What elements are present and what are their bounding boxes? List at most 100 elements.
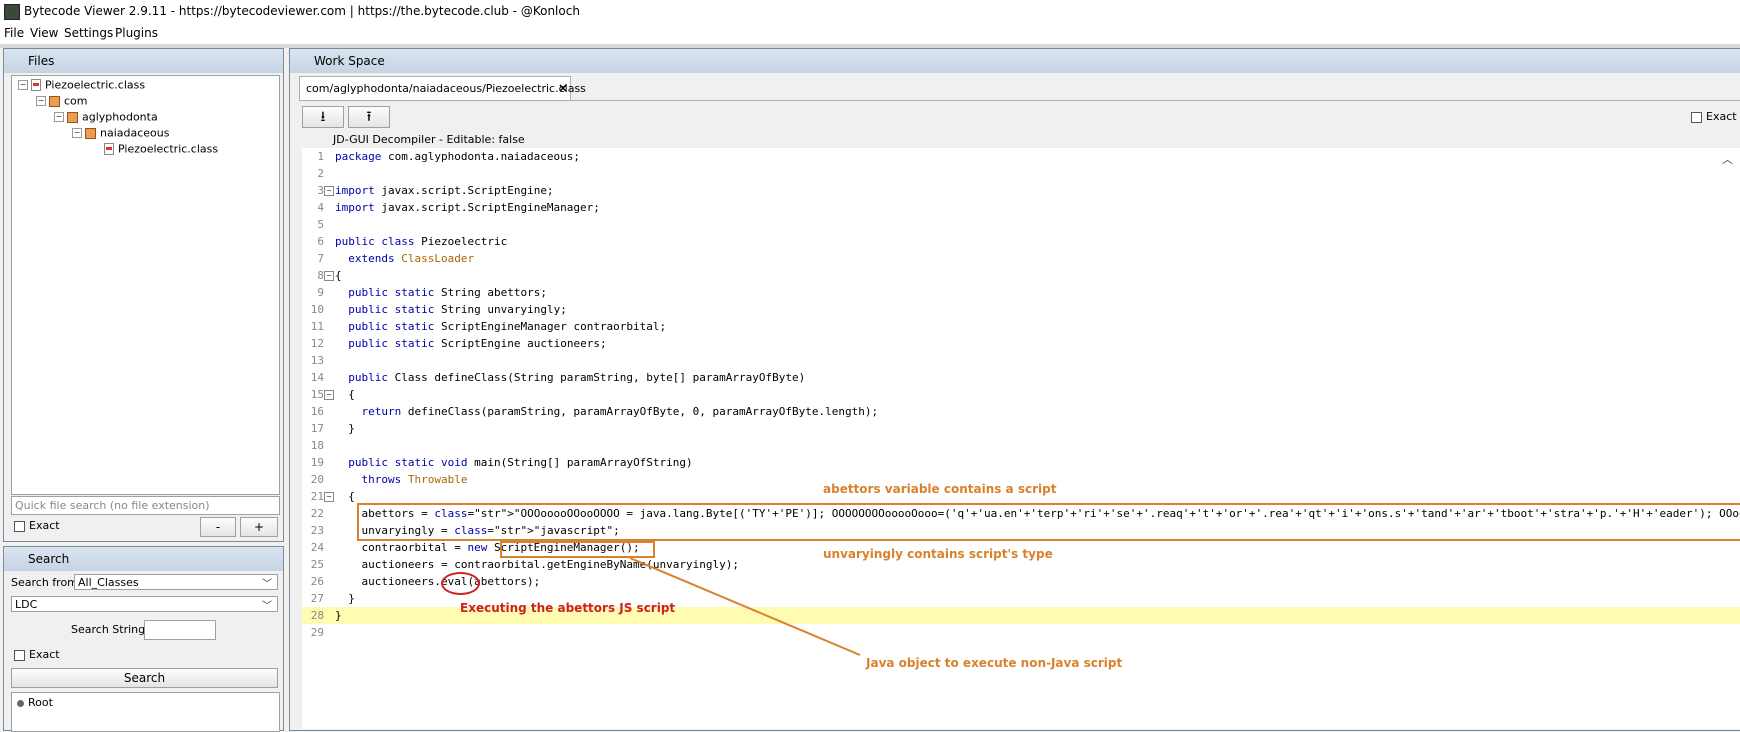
close-icon[interactable]: × bbox=[558, 81, 569, 95]
code-line: 17 } bbox=[302, 420, 1740, 437]
fold-icon[interactable]: − bbox=[324, 271, 334, 281]
class-file-icon bbox=[31, 79, 41, 91]
code-line: 7 extends ClassLoader bbox=[302, 250, 1740, 267]
menu-settings[interactable]: Settings bbox=[64, 26, 114, 40]
code-line: 10 public static String unvaryingly; bbox=[302, 301, 1740, 318]
code-text: abettors = class="str">"OOOooooOOooOOOO … bbox=[335, 507, 1740, 520]
code-line: 15− { bbox=[302, 386, 1740, 403]
menu-plugins[interactable]: Plugins bbox=[115, 26, 158, 40]
eval-highlight-circle bbox=[441, 572, 480, 595]
code-line: 8−{ bbox=[302, 267, 1740, 284]
checkbox-icon[interactable] bbox=[14, 520, 25, 532]
code-text: import javax.script.ScriptEngineManager; bbox=[335, 201, 600, 214]
code-text: contraorbital = new ScriptEngineManager(… bbox=[335, 541, 640, 554]
search-panel-title: Search bbox=[28, 552, 70, 566]
search-type-select[interactable]: LDC﹀ bbox=[11, 596, 278, 612]
line-number: 24 bbox=[310, 541, 324, 554]
menu-file[interactable]: File bbox=[4, 26, 25, 40]
search-button[interactable]: Search bbox=[11, 668, 278, 688]
code-line: 18 bbox=[302, 437, 1740, 454]
line-number: 27 bbox=[310, 592, 324, 605]
code-text: public static void main(String[] paramAr… bbox=[348, 456, 693, 469]
package-icon bbox=[85, 127, 96, 139]
tree-item-naiadaceous[interactable]: −naiadaceous bbox=[72, 126, 170, 140]
files-panel: Files −Piezoelectric.class −com −aglypho… bbox=[3, 48, 284, 542]
file-tab-label: com/aglyphodonta/naiadaceous/Piezoelectr… bbox=[306, 82, 586, 95]
code-line: 21− { bbox=[302, 488, 1740, 505]
class-file-icon bbox=[104, 143, 114, 155]
tree-item-aglyphodonta[interactable]: −aglyphodonta bbox=[54, 110, 158, 124]
line-number: 13 bbox=[310, 354, 324, 367]
expand-all-button[interactable]: + bbox=[240, 517, 278, 537]
export-download-button[interactable]: ⭳ bbox=[302, 106, 344, 128]
line-number: 4 bbox=[317, 201, 324, 214]
line-number: 19 bbox=[310, 456, 324, 469]
search-results-tree: Root bbox=[11, 692, 280, 732]
code-text: import javax.script.ScriptEngine; bbox=[335, 184, 554, 197]
code-line: 2 bbox=[302, 165, 1740, 182]
menu-view[interactable]: View bbox=[30, 26, 59, 40]
code-text: public static String abettors; bbox=[348, 286, 547, 299]
line-number: 17 bbox=[310, 422, 324, 435]
node-dot-icon bbox=[17, 699, 24, 707]
menu-bar: File View Settings Plugins bbox=[0, 22, 1740, 44]
code-text: extends ClassLoader bbox=[348, 252, 475, 265]
collapse-icon[interactable]: − bbox=[54, 112, 64, 122]
tree-item-root-class[interactable]: −Piezoelectric.class bbox=[18, 78, 146, 92]
collapse-all-button[interactable]: - bbox=[200, 517, 236, 537]
tree-item-com[interactable]: −com bbox=[36, 94, 88, 108]
code-line: 29 bbox=[302, 624, 1740, 641]
package-icon bbox=[49, 95, 60, 107]
line-number: 28 bbox=[310, 609, 324, 622]
import-upload-button[interactable]: ⭱ bbox=[348, 106, 390, 128]
file-tree: −Piezoelectric.class −com −aglyphodonta … bbox=[11, 75, 280, 495]
editor-toolbar: ⭳ ⭱ Exact bbox=[299, 100, 1740, 131]
code-text: public static ScriptEngine auctioneers; bbox=[348, 337, 607, 350]
search-from-select[interactable]: All_Classes﹀ bbox=[74, 574, 278, 590]
quick-file-search-placeholder: Quick file search (no file extension) bbox=[15, 499, 210, 512]
code-text: throws Throwable bbox=[361, 473, 468, 486]
script-engine-manager-highlight-box bbox=[500, 541, 655, 558]
fold-icon[interactable]: − bbox=[324, 390, 334, 400]
code-line: 19 public static void main(String[] para… bbox=[302, 454, 1740, 471]
search-exact-checkbox[interactable]: Exact bbox=[14, 648, 60, 661]
line-number: 5 bbox=[317, 218, 324, 231]
code-line: 9 public static String abettors; bbox=[302, 284, 1740, 301]
annotation-unvaryingly: unvaryingly contains script's type bbox=[823, 547, 1053, 561]
quick-file-search-input[interactable]: Quick file search (no file extension) bbox=[11, 496, 280, 515]
code-text: } bbox=[335, 609, 342, 622]
collapse-icon[interactable]: − bbox=[72, 128, 82, 138]
line-number: 10 bbox=[310, 303, 324, 316]
collapse-icon[interactable]: − bbox=[36, 96, 46, 106]
fold-icon[interactable]: − bbox=[324, 186, 334, 196]
code-text: unvaryingly = class="str">"javascript"; bbox=[335, 524, 620, 537]
collapse-icon[interactable]: − bbox=[18, 80, 28, 90]
tree-item-piezoelectric-class[interactable]: Piezoelectric.class bbox=[104, 142, 218, 158]
menu-separator bbox=[0, 44, 1740, 48]
line-number: 8 bbox=[317, 269, 324, 282]
fold-icon[interactable]: − bbox=[324, 492, 334, 502]
code-text: { bbox=[335, 269, 342, 282]
code-text: public Class defineClass(String paramStr… bbox=[348, 371, 806, 384]
code-line: 14 public Class defineClass(String param… bbox=[302, 369, 1740, 386]
code-line: 12 public static ScriptEngine auctioneer… bbox=[302, 335, 1740, 352]
files-exact-checkbox[interactable]: Exact bbox=[14, 519, 60, 532]
line-number: 2 bbox=[317, 167, 324, 180]
window-title: Bytecode Viewer 2.9.11 - https://bytecod… bbox=[24, 4, 580, 18]
workspace-exact-checkbox[interactable]: Exact bbox=[1691, 110, 1737, 123]
checkbox-icon[interactable] bbox=[14, 649, 25, 661]
checkbox-icon[interactable] bbox=[1691, 111, 1702, 123]
search-string-label: Search String: bbox=[71, 623, 149, 636]
line-number: 21 bbox=[310, 490, 324, 503]
search-string-input[interactable] bbox=[144, 620, 216, 640]
search-from-label: Search from bbox=[11, 576, 78, 589]
file-tab[interactable]: com/aglyphodonta/naiadaceous/Piezoelectr… bbox=[299, 76, 586, 100]
line-number: 20 bbox=[310, 473, 324, 486]
code-text: auctioneers.eval(abettors); bbox=[335, 575, 541, 588]
search-result-root[interactable]: Root bbox=[17, 696, 53, 709]
code-line: 13 bbox=[302, 352, 1740, 369]
line-number: 25 bbox=[310, 558, 324, 571]
chevron-down-icon: ﹀ bbox=[262, 579, 272, 590]
scroll-up-arrow-icon[interactable]: ︿ bbox=[1722, 153, 1733, 166]
